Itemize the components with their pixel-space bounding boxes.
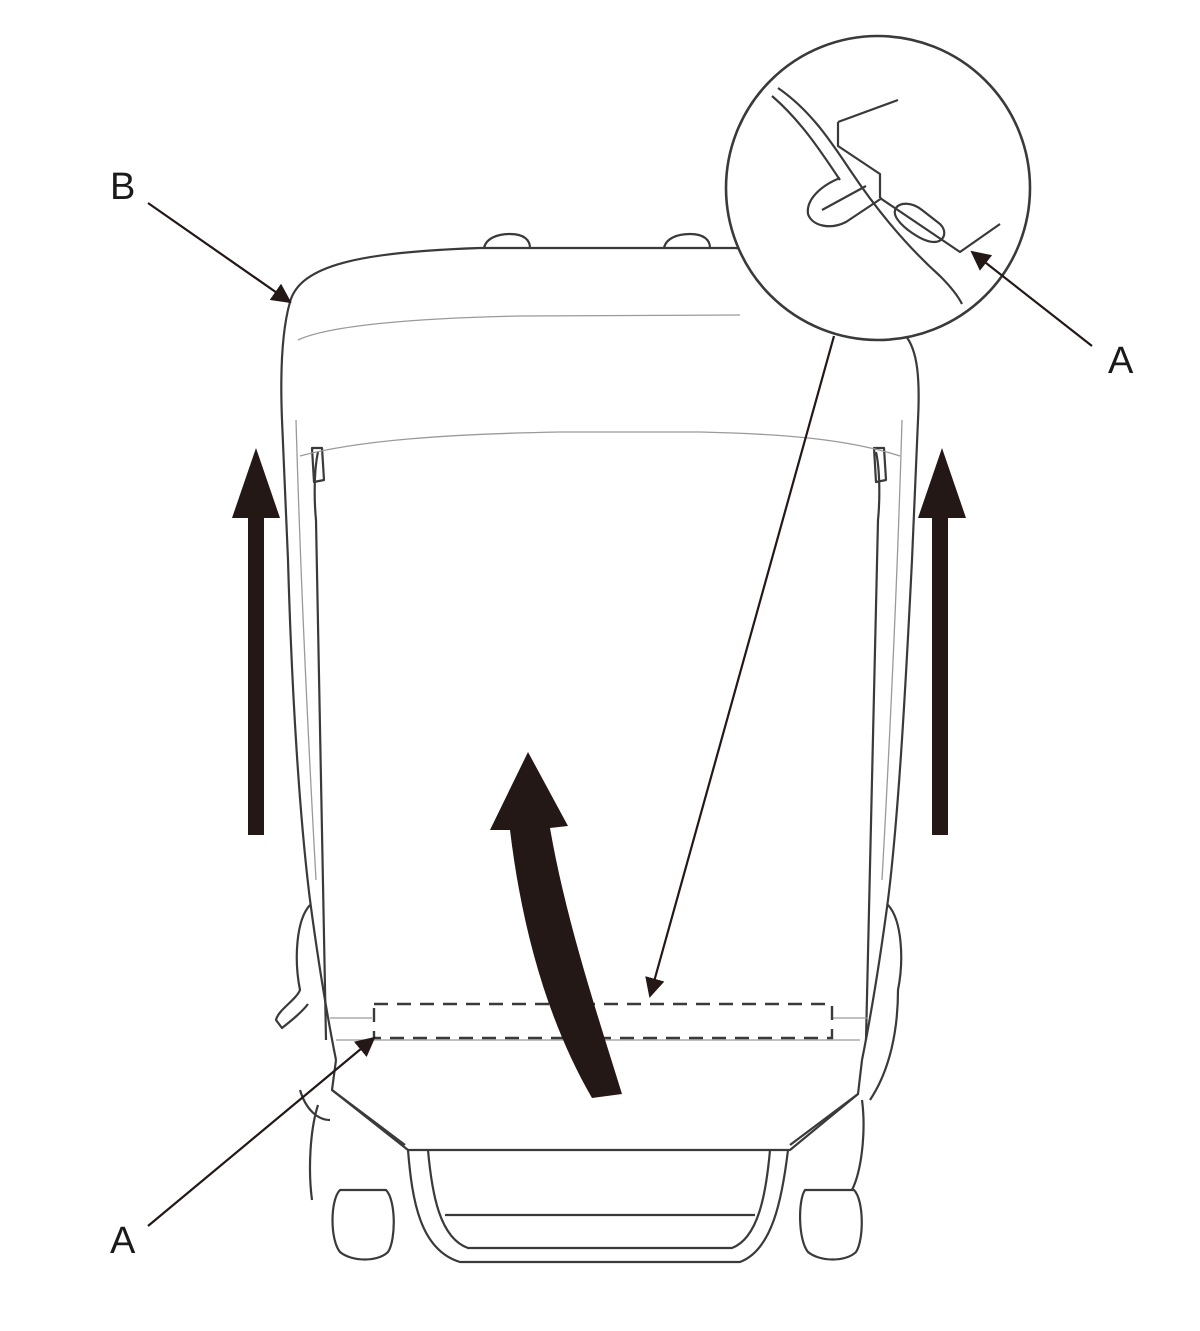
seat-back: [274, 232, 920, 1264]
callout-label-a-bottom: A: [110, 1220, 136, 1262]
detail-magnifier: [724, 34, 1032, 342]
curved-lift-arrow: [490, 752, 622, 1098]
callout-label-b: B: [110, 166, 136, 208]
detail-leader-line: [645, 335, 836, 998]
seam-lines: [295, 314, 903, 1041]
callout-b-pointer: [147, 202, 292, 304]
callout-label-a-top: A: [1108, 340, 1134, 382]
direction-arrows: [232, 448, 966, 1098]
clip-location-dashed-box: [372, 1002, 834, 1040]
up-arrow-left: [232, 448, 280, 835]
detail-hook-clip: [771, 87, 1001, 305]
callout-a-top-pointer: [970, 250, 1093, 347]
callout-a-bottom-pointer: [147, 1036, 376, 1227]
up-arrow-right: [918, 448, 966, 835]
